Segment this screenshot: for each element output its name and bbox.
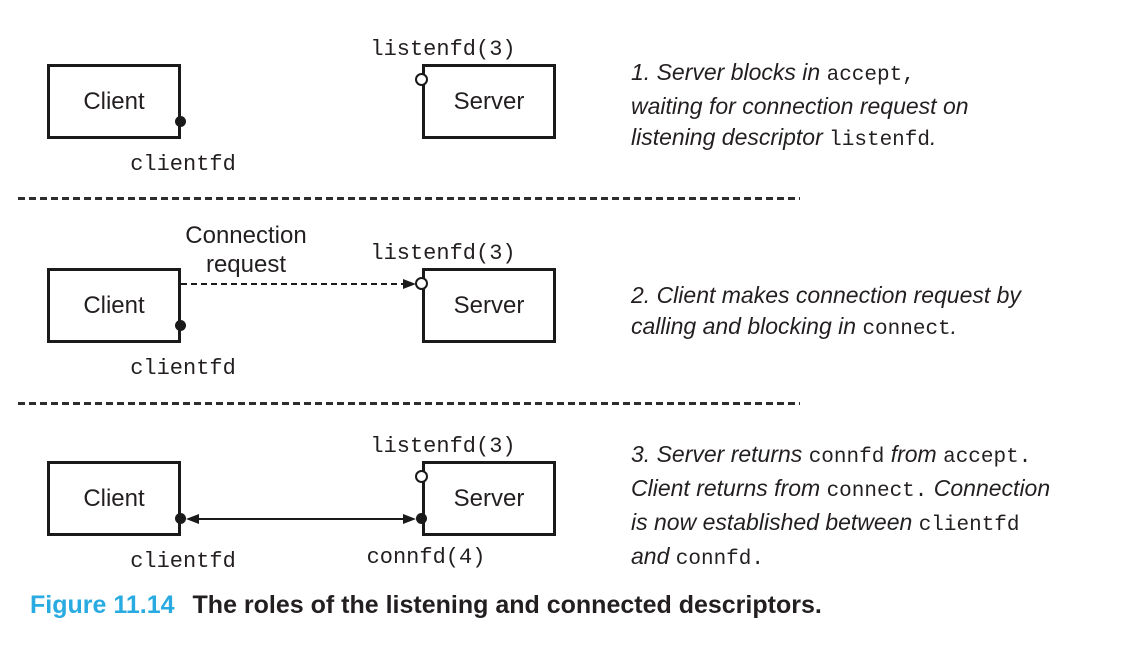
note-line: 1. Server blocks in accept,: [631, 59, 915, 87]
note-3: 3. Server returns connfd from accept. Cl…: [631, 439, 1123, 575]
server-box-label: Server: [453, 87, 525, 115]
figure-number: Figure 11.14: [30, 591, 175, 619]
clientfd-label: clientfd: [130, 152, 236, 177]
clientfd-label: clientfd: [130, 356, 236, 381]
note-line: and connfd.: [631, 543, 764, 571]
connection-request-label: Connection request: [185, 222, 307, 278]
separator-line: [18, 197, 800, 200]
connfd-label: connfd(4): [366, 545, 486, 570]
note-line: Client returns from connect. Connection: [631, 475, 1051, 503]
server-box: Server: [422, 461, 556, 536]
client-box: Client: [47, 268, 181, 343]
arrowhead-right-icon: [403, 514, 416, 524]
note-line: 3. Server returns connfd from accept.: [631, 441, 1032, 469]
figure-title: The roles of the listening and connected…: [192, 591, 822, 619]
arrowhead-right-icon: [403, 279, 416, 289]
connection-established-arrow: [192, 518, 412, 520]
note-line: is now established between clientfd: [631, 509, 1020, 537]
client-box-label: Client: [83, 291, 145, 319]
note-2: 2. Client makes connection request by ca…: [631, 280, 1123, 345]
listenfd-label: listenfd(3): [370, 434, 516, 459]
server-box-label: Server: [453, 291, 525, 319]
note-1: 1. Server blocks in accept, waiting for …: [631, 57, 1123, 156]
listenfd-circle-icon: [415, 470, 428, 483]
listenfd-label: listenfd(3): [370, 37, 516, 62]
figure-caption: Figure 11.14 The roles of the listening …: [30, 591, 822, 620]
note-line: calling and blocking in connect.: [631, 313, 958, 341]
client-box: Client: [47, 64, 181, 139]
note-line: listening descriptor listenfd.: [631, 124, 937, 152]
listenfd-label: listenfd(3): [370, 241, 516, 266]
clientfd-label: clientfd: [130, 549, 236, 574]
client-box-label: Client: [83, 87, 145, 115]
connfd-dot-icon: [416, 513, 427, 524]
connection-request-arrow: [181, 283, 404, 285]
clientfd-dot-icon: [175, 513, 186, 524]
server-box-label: Server: [453, 484, 525, 512]
client-box-label: Client: [83, 484, 145, 512]
separator-line: [18, 402, 800, 405]
listenfd-circle-icon: [415, 73, 428, 86]
server-box: Server: [422, 268, 556, 343]
clientfd-dot-icon: [175, 116, 186, 127]
client-box: Client: [47, 461, 181, 536]
server-box: Server: [422, 64, 556, 139]
listenfd-circle-icon: [415, 277, 428, 290]
note-line: 2. Client makes connection request by: [631, 282, 1021, 308]
arrowhead-left-icon: [186, 514, 199, 524]
note-line: waiting for connection request on: [631, 93, 969, 119]
clientfd-dot-icon: [175, 320, 186, 331]
